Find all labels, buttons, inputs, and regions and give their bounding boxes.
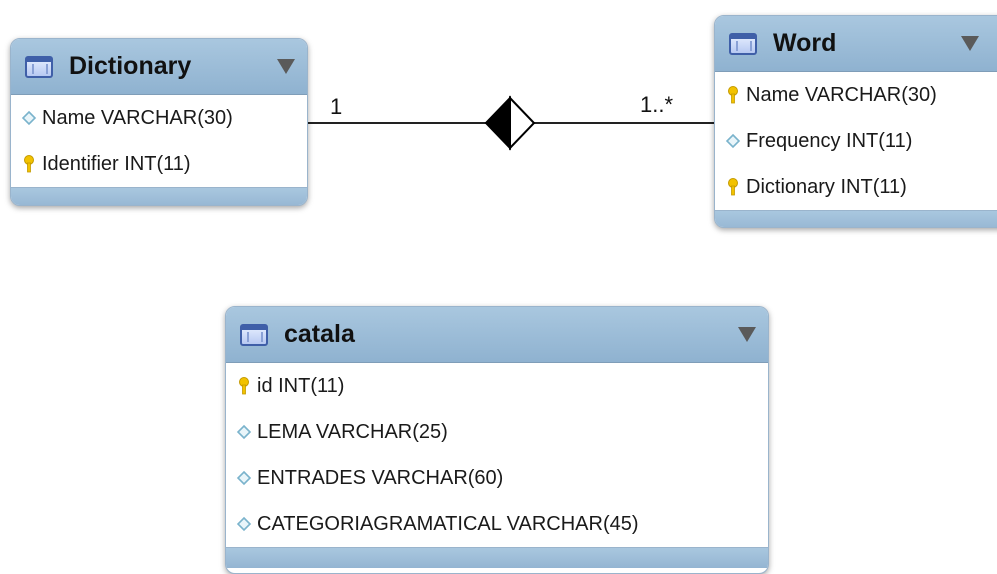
table-title: Word — [773, 29, 837, 57]
collapse-arrow-icon[interactable] — [961, 36, 979, 51]
column-label: Identifier INT(11) — [42, 152, 191, 175]
column-row[interactable]: Frequency INT(11) — [715, 118, 997, 164]
column-label: Dictionary INT(11) — [746, 175, 907, 198]
table-footer — [226, 547, 768, 568]
collapse-arrow-icon[interactable] — [277, 59, 295, 74]
column-label: id INT(11) — [257, 374, 345, 397]
table-icon — [240, 323, 268, 346]
column-label: Frequency INT(11) — [746, 129, 913, 152]
column-label: LEMA VARCHAR(25) — [257, 420, 448, 443]
table-footer — [11, 187, 307, 205]
multiplicity-right: 1..* — [640, 92, 674, 117]
key-icon — [723, 85, 743, 105]
table-dictionary[interactable]: Dictionary Name VARCHAR(30) Identifier I… — [10, 38, 308, 206]
column-row[interactable]: Name VARCHAR(30) — [715, 72, 997, 118]
key-icon — [234, 376, 254, 396]
diamond-icon — [234, 470, 254, 486]
diamond-icon — [234, 516, 254, 532]
table-word[interactable]: Word Name VARCHAR(30) Frequency INT(11) … — [714, 15, 997, 228]
diamond-icon — [234, 424, 254, 440]
table-icon — [729, 32, 757, 55]
column-row[interactable]: ENTRADES VARCHAR(60) — [226, 455, 768, 501]
collapse-arrow-icon[interactable] — [738, 327, 756, 342]
column-row[interactable]: CATEGORIAGRAMATICAL VARCHAR(45) — [226, 501, 768, 547]
table-icon — [25, 55, 53, 78]
relationship-diamond — [484, 95, 536, 151]
relationship-connector — [307, 95, 715, 151]
table-header[interactable]: Dictionary — [11, 39, 307, 95]
column-row[interactable]: Name VARCHAR(30) — [11, 95, 307, 141]
table-footer — [715, 210, 997, 227]
diamond-icon — [723, 133, 743, 149]
table-header[interactable]: Word — [715, 16, 997, 72]
table-title: Dictionary — [69, 52, 192, 80]
key-icon — [19, 154, 39, 174]
column-row[interactable]: id INT(11) — [226, 363, 768, 409]
multiplicity-left: 1 — [330, 94, 343, 119]
column-row[interactable]: Identifier INT(11) — [11, 141, 307, 187]
table-header[interactable]: catala — [226, 307, 768, 363]
column-label: Name VARCHAR(30) — [42, 106, 233, 129]
column-label: CATEGORIAGRAMATICAL VARCHAR(45) — [257, 512, 639, 535]
column-label: Name VARCHAR(30) — [746, 83, 937, 106]
key-icon — [723, 177, 743, 197]
column-row[interactable]: LEMA VARCHAR(25) — [226, 409, 768, 455]
table-title: catala — [284, 320, 355, 348]
table-catala[interactable]: catala id INT(11) LEMA VARCHAR(25) ENTRA… — [225, 306, 769, 574]
diamond-icon — [19, 110, 39, 126]
column-label: ENTRADES VARCHAR(60) — [257, 466, 504, 489]
column-row[interactable]: Dictionary INT(11) — [715, 164, 997, 210]
